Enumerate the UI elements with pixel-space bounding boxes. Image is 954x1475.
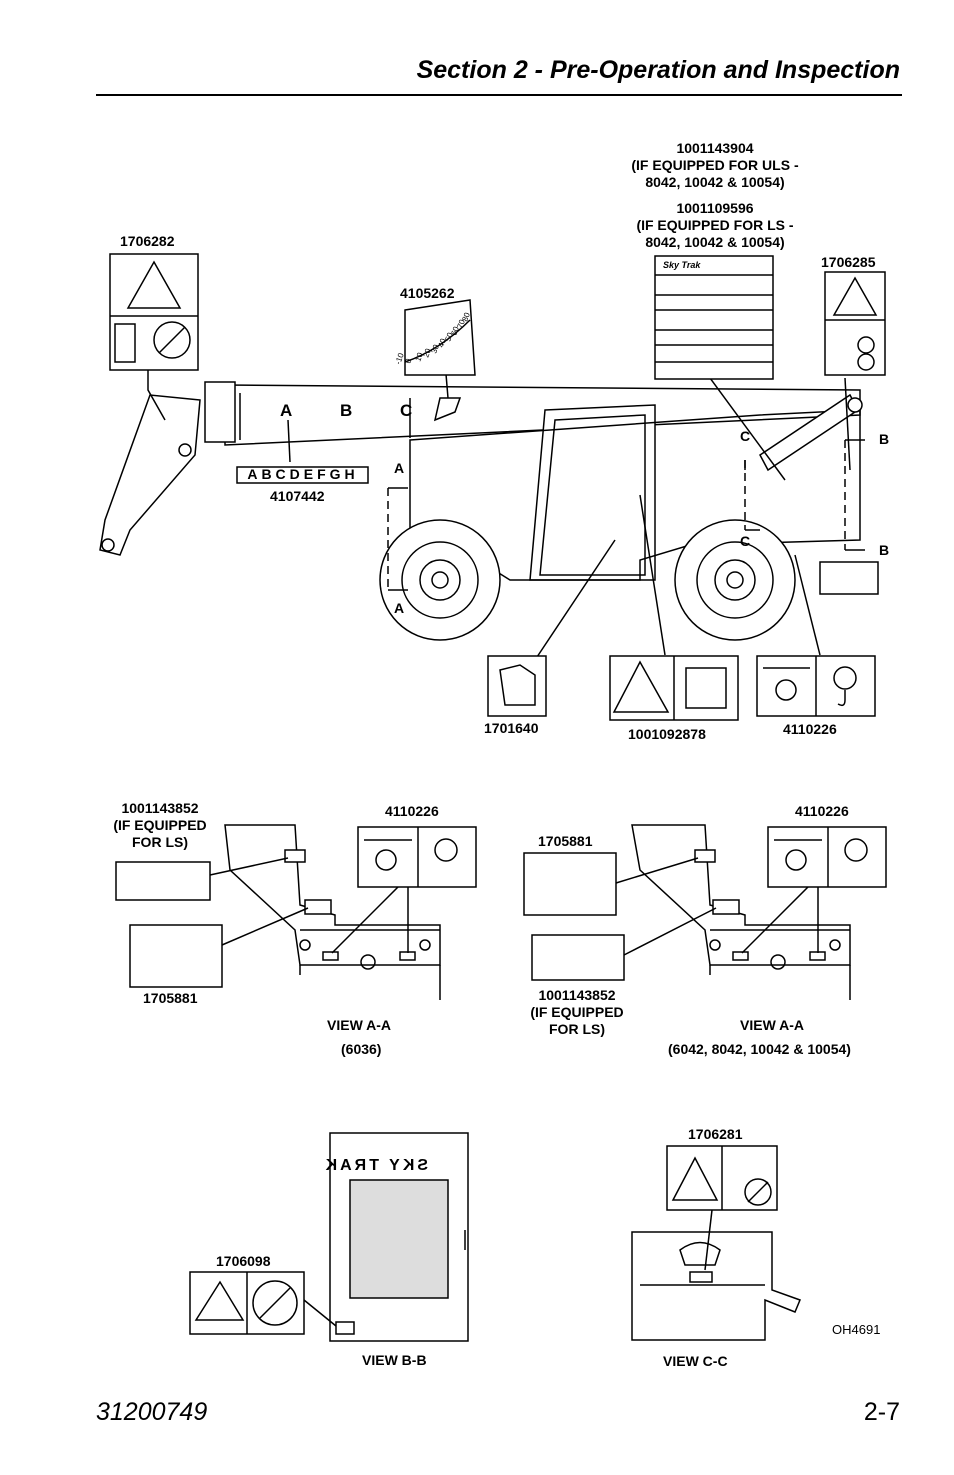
label-1705881-left: 1705881 bbox=[143, 990, 198, 1006]
gauge-tick: 70 bbox=[455, 318, 467, 330]
gauge-tick: 50 bbox=[443, 331, 455, 343]
decal-4105262 bbox=[404, 299, 476, 422]
gauge-tick-labels: -10 0 10 20 30 40 50 60 70 80 bbox=[393, 311, 472, 366]
label-1706285: 1706285 bbox=[821, 254, 876, 270]
label-1706282: 1706282 bbox=[120, 233, 175, 249]
label-1001092878: 1001092878 bbox=[628, 726, 706, 742]
view-aa-other-sub: (6042, 8042, 10042 & 10054) bbox=[668, 1041, 851, 1057]
view-aa-6036 bbox=[115, 824, 477, 1000]
gauge-tick: 60 bbox=[449, 325, 461, 337]
decal-4110226-main bbox=[756, 655, 876, 717]
label-1001109596: 1001109596 (IF EQUIPPED FOR LS - 8042, 1… bbox=[636, 200, 794, 250]
section-mark-c-top: C bbox=[740, 428, 751, 444]
section-mark-a-bottom: A bbox=[394, 600, 405, 616]
decal-load-chart bbox=[654, 255, 774, 380]
decal-1001092878 bbox=[609, 655, 739, 721]
label-1706281: 1706281 bbox=[688, 1126, 743, 1142]
label-1706098: 1706098 bbox=[216, 1253, 271, 1269]
front-wheel bbox=[379, 519, 501, 641]
header-rule bbox=[96, 94, 902, 96]
label-1001143852-right: 1001143852 (IF EQUIPPED FOR LS) bbox=[530, 987, 624, 1037]
decal-4107442 bbox=[236, 466, 369, 484]
cab bbox=[529, 404, 656, 581]
boom-letter-c: C bbox=[400, 401, 413, 420]
label-4110226-main: 4110226 bbox=[783, 721, 837, 737]
boom-arm bbox=[99, 394, 201, 556]
gauge-tick: 0 bbox=[403, 357, 413, 365]
boom-letter-b: B bbox=[340, 401, 353, 420]
gauge-tick: -10 bbox=[393, 351, 406, 365]
gauge-tick: 30 bbox=[429, 343, 441, 355]
view-aa-other-title: VIEW A-A bbox=[740, 1017, 805, 1033]
label-4110226-right: 4110226 bbox=[795, 803, 849, 819]
view-bb bbox=[189, 1132, 469, 1342]
boom-letter-a: A bbox=[280, 401, 293, 420]
label-4105262: 4105262 bbox=[400, 285, 455, 301]
label-4107442: 4107442 bbox=[270, 488, 325, 504]
decal-1701640 bbox=[487, 655, 547, 717]
page-title: Section 2 - Pre-Operation and Inspection bbox=[416, 56, 900, 84]
boom-strip-text: ABCDEFGH bbox=[247, 466, 359, 482]
view-aa-other bbox=[523, 824, 887, 1000]
label-1001143852-left: 1001143852 (IF EQUIPPED FOR LS) bbox=[113, 800, 207, 850]
section-mark-c-bottom: C bbox=[740, 533, 751, 549]
section-mark-b-bottom: B bbox=[879, 542, 890, 558]
chart-logo: Sky Trak bbox=[663, 260, 701, 270]
decal-1706285 bbox=[824, 271, 886, 376]
label-1701640: 1701640 bbox=[484, 720, 539, 736]
doc-number: 31200749 bbox=[96, 1398, 208, 1426]
gauge-tick: 80 bbox=[460, 311, 472, 323]
view-bb-title: VIEW B-B bbox=[362, 1352, 427, 1368]
decal-1706282 bbox=[109, 253, 199, 371]
page-number: 2-7 bbox=[863, 1398, 900, 1426]
label-1001143904: 1001143904 (IF EQUIPPED FOR ULS - 8042, … bbox=[631, 140, 799, 190]
view-aa-6036-sub: (6036) bbox=[341, 1041, 382, 1057]
counterweight bbox=[819, 561, 879, 595]
section-mark-b-top: B bbox=[879, 431, 890, 447]
label-4110226-left: 4110226 bbox=[385, 803, 439, 819]
gauge-tick: 20 bbox=[421, 347, 433, 359]
label-1705881-right: 1705881 bbox=[538, 833, 593, 849]
section-mark-a-top: A bbox=[394, 460, 405, 476]
rear-wheel bbox=[674, 519, 796, 641]
gauge-tick: 40 bbox=[436, 337, 448, 349]
view-cc bbox=[631, 1145, 801, 1341]
panel-text: SKY TRAK bbox=[323, 1157, 429, 1174]
gauge-tick: 10 bbox=[413, 351, 425, 363]
view-cc-title: VIEW C-C bbox=[663, 1353, 728, 1369]
view-aa-6036-title: VIEW A-A bbox=[327, 1017, 392, 1033]
figure-id: OH4691 bbox=[832, 1322, 881, 1337]
